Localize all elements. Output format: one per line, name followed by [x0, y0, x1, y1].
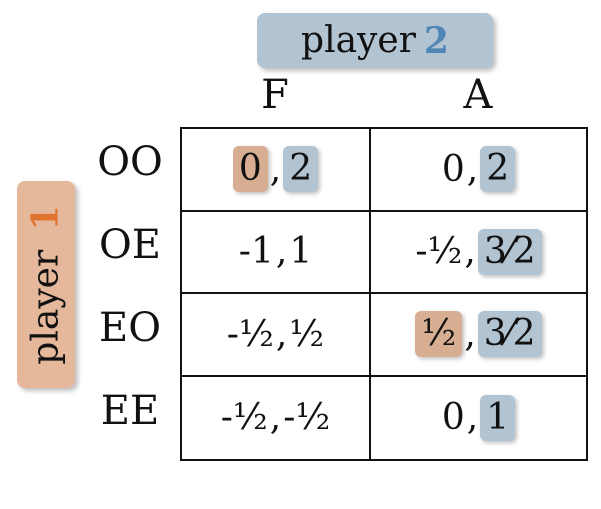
payoff-cell: -½,½ [182, 294, 371, 377]
payoff-separator: , [466, 397, 479, 439]
player-2-label: player 2 [257, 13, 493, 68]
player-2-payoff: 2 [283, 146, 319, 193]
row-header-oo: OO [97, 139, 163, 185]
player-2-payoff: 3⁄2 [477, 228, 542, 275]
payoff-cell: -1,1 [182, 211, 371, 294]
player-1-payoff: -1 [238, 231, 274, 273]
player-1-label: player 1 [17, 181, 75, 388]
payoff-separator: , [464, 231, 476, 273]
player-2-payoff: 3⁄2 [477, 311, 542, 358]
row-header-ee: EE [100, 388, 160, 434]
payoff-separator: , [464, 313, 476, 355]
player-1-payoff: ½ [415, 311, 463, 358]
row-header-eo: EO [99, 305, 161, 351]
player-1-rotated: player 1 [25, 205, 67, 364]
player-1-payoff: -½ [415, 231, 463, 273]
player-1-payoff: -½ [220, 397, 268, 439]
row-header-oe: OE [99, 222, 161, 268]
payoff-separator: , [269, 148, 282, 190]
payoff-cell: 0,2 [182, 129, 371, 212]
column-header-a: A [463, 72, 493, 118]
player-2-payoff: 1 [480, 394, 516, 441]
payoff-cell: -½,-½ [182, 376, 371, 459]
player-2-payoff: 2 [480, 146, 516, 193]
player-2-payoff: -½ [283, 397, 331, 439]
payoff-cell: -½,3⁄2 [371, 212, 586, 294]
player-1-payoff: 0 [441, 397, 465, 439]
player-2-number: 2 [423, 19, 449, 62]
payoff-cell: 0,2 [371, 129, 586, 212]
payoff-separator: , [269, 397, 282, 439]
payoff-separator: , [275, 313, 288, 355]
payoff-separator: , [466, 148, 479, 190]
player-1-number: 1 [25, 204, 68, 230]
payoff-cell: 0,1 [371, 377, 586, 460]
payoff-separator: , [275, 231, 288, 273]
player-2-payoff: ½ [289, 313, 325, 355]
player-2-payoff: 1 [289, 231, 313, 273]
player-1-payoff: 0 [232, 146, 268, 193]
player-1-text: player [26, 249, 68, 365]
payoff-cell: ½,3⁄2 [371, 294, 586, 377]
player-1-payoff: 0 [441, 148, 465, 190]
player-2-text: player [301, 20, 416, 61]
column-header-f: F [261, 72, 289, 118]
player-1-payoff: -½ [226, 313, 274, 355]
